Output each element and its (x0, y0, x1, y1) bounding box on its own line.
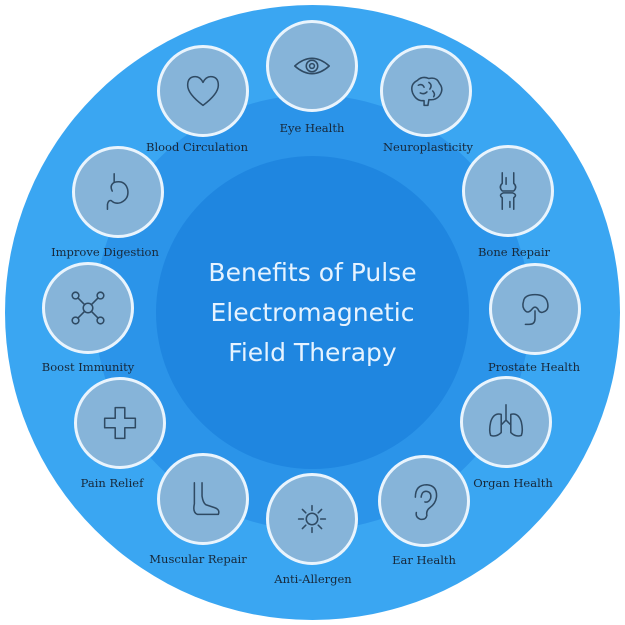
benefit-label-pain-relief: Pain Relief (80, 476, 144, 490)
benefit-node-pain-relief (74, 377, 166, 469)
stomach-icon (106, 173, 129, 211)
benefit-node-anti-allergen (266, 473, 358, 565)
benefit-label-bone-repair: Bone Repair (477, 245, 551, 259)
benefit-node-blood-circulation (157, 45, 249, 137)
knee-joint-icon (499, 172, 517, 210)
benefit-node-neuroplasticity (380, 45, 472, 137)
benefit-node-prostate-health (489, 263, 581, 355)
benefit-label-boost-immunity: Boost Immunity (41, 360, 135, 374)
benefit-label-muscular-repair: Muscular Repair (149, 552, 247, 566)
title-line-3: Field Therapy (228, 337, 397, 367)
benefit-label-neuroplasticity: Neuroplasticity (382, 140, 474, 154)
benefit-node-eye-health (266, 20, 358, 112)
benefit-node-ear-health (378, 455, 470, 547)
ear-icon (414, 483, 438, 521)
benefit-label-eye-health: Eye Health (279, 121, 345, 135)
benefit-label-ear-health: Ear Health (392, 553, 456, 567)
molecule-icon (71, 291, 105, 325)
benefit-label-improve-digestion: Improve Digestion (51, 245, 159, 259)
benefit-node-organ-health (460, 376, 552, 468)
eye-icon (293, 57, 331, 75)
title-line-2: Electromagnetic (210, 297, 415, 327)
sun-icon (297, 504, 327, 534)
brain-icon (411, 76, 443, 107)
center-circle (156, 156, 469, 469)
heart-icon (186, 75, 220, 107)
benefit-label-anti-allergen: Anti-Allergen (274, 572, 352, 586)
benefit-node-boost-immunity (42, 262, 134, 354)
foot-icon (193, 481, 220, 516)
benefit-label-organ-health: Organ Health (473, 476, 553, 490)
diagram-title: Benefits of Pulse Electromagnetic Field … (156, 156, 469, 469)
benefit-node-improve-digestion (72, 146, 164, 238)
prostate-icon (522, 293, 549, 326)
benefit-node-muscular-repair (157, 453, 249, 545)
benefit-label-prostate-health: Prostate Health (487, 360, 581, 374)
benefit-label-blood-circulation: Blood Circulation (146, 140, 248, 154)
title-line-1: Benefits of Pulse (208, 257, 417, 287)
benefit-node-bone-repair (462, 145, 554, 237)
medical-cross-icon (103, 406, 137, 440)
lungs-icon (488, 403, 524, 437)
